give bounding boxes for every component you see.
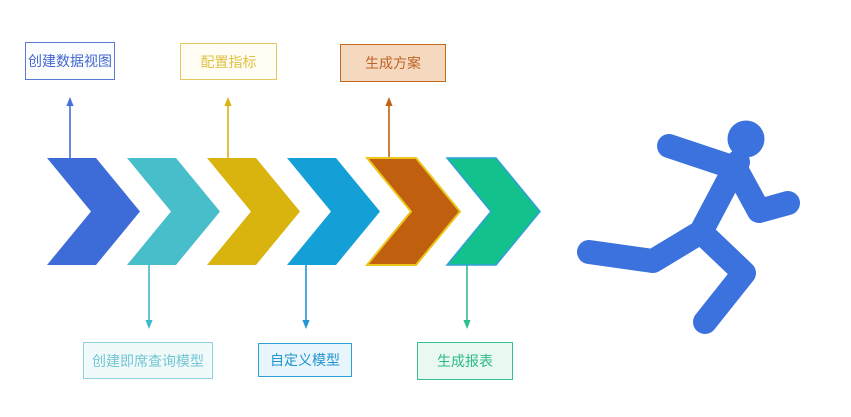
runner-front-arm	[723, 155, 800, 223]
chevron-1	[47, 158, 140, 265]
connector-arrow-up-2	[224, 97, 232, 159]
connector-arrow-up-1	[66, 97, 74, 159]
runner-back-leg	[577, 220, 713, 273]
step-label-generate-report: 生成报表	[417, 342, 513, 380]
chevron-3	[207, 158, 300, 265]
runner-front-leg	[689, 220, 756, 334]
step-label-create-adhoc-query-model: 创建即席查询模型	[83, 342, 213, 379]
connector-arrow-up-3	[385, 97, 393, 159]
chevron-2	[127, 158, 220, 265]
step-label-text: 自定义模型	[270, 352, 340, 368]
connector-arrow-down-1	[145, 264, 153, 329]
step-label-text: 创建即席查询模型	[92, 352, 204, 369]
running-person-icon	[577, 120, 800, 334]
step-label-text: 配置指标	[200, 53, 257, 70]
step-label-configure-metrics: 配置指标	[180, 43, 277, 80]
step-label-text: 生成报表	[437, 353, 493, 369]
step-label-text: 创建数据视图	[28, 53, 112, 69]
chevron-5	[364, 157, 462, 266]
step-label-text: 生成方案	[365, 55, 421, 71]
connector-arrow-down-3	[463, 264, 471, 329]
step-label-create-data-view: 创建数据视图	[25, 42, 115, 80]
connector-arrow-down-2	[302, 264, 310, 329]
chevron-6	[445, 157, 541, 266]
step-label-generate-plan: 生成方案	[340, 44, 446, 82]
step-label-custom-model: 自定义模型	[258, 343, 352, 377]
chevron-4	[287, 158, 380, 265]
